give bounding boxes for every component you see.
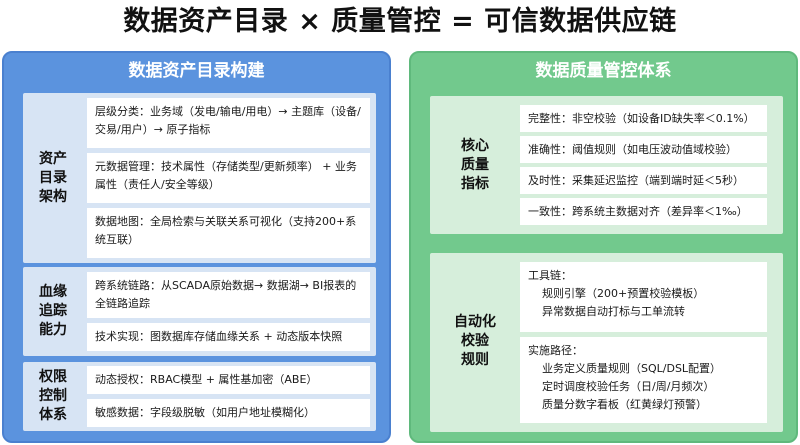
implementation-line: 业务定义质量规则（SQL/DSL配置） bbox=[542, 362, 722, 375]
automated-validation-section: 自动化 校验 规则 工具链： 规则引擎（200+预置校验模板） 异常数据自动打标… bbox=[430, 253, 783, 432]
permission-item-card: 动态授权：RBAC模型 + 属性基加密（ABE） bbox=[87, 366, 370, 394]
quality-indicator-text: 及时性：采集延迟监控（端到端时延＜5秒） bbox=[528, 173, 744, 187]
quality-indicator-card: 准确性：阈值规则（如电压波动值域校验） bbox=[520, 136, 767, 163]
main-title: 数据资产目录 × 质量管控 = 可信数据供应链 bbox=[123, 6, 677, 37]
catalog-item-card: 数据地图：全局检索与关联关系可视化（支持200+系统互联） bbox=[87, 208, 370, 258]
implementation-line: 定时调度校验任务（日/周/月频次） bbox=[542, 380, 715, 393]
right-panel-title: 数据质量管控体系 bbox=[535, 61, 672, 81]
permission-item-text: 敏感数据：字段级脱敏（如用户地址模糊化） bbox=[95, 406, 315, 419]
quality-indicator-card: 完整性：非空校验（如设备ID缺失率＜0.1%） bbox=[520, 105, 767, 132]
section-label: 血缘 追踪 能力 bbox=[39, 284, 67, 338]
catalog-item-card: 层级分类：业务域（发电/输电/用电）→ 主题库（设备/交易/用户）→ 原子指标 bbox=[87, 98, 370, 148]
asset-catalog-architecture-section: 资产 目录 架构 层级分类：业务域（发电/输电/用电）→ 主题库（设备/交易/用… bbox=[23, 93, 376, 263]
implementation-path-card: 实施路径： 业务定义质量规则（SQL/DSL配置） 定时调度校验任务（日/周/月… bbox=[520, 337, 767, 423]
section-label: 资产 目录 架构 bbox=[39, 151, 67, 205]
section-label: 自动化 校验 规则 bbox=[454, 314, 496, 368]
lineage-item-card: 技术实现：图数据库存储血缘关系 + 动态版本快照 bbox=[87, 323, 370, 351]
permission-control-section: 权限 控制 体系 动态授权：RBAC模型 + 属性基加密（ABE） 敏感数据：字… bbox=[23, 362, 376, 431]
permission-item-text: 动态授权：RBAC模型 + 属性基加密（ABE） bbox=[95, 373, 318, 386]
quality-indicator-text: 准确性：阈值规则（如电压波动值域校验） bbox=[528, 142, 737, 156]
lineage-tracking-section: 血缘 追踪 能力 跨系统链路：从SCADA原始数据→ 数据湖→ BI报表的全链路… bbox=[23, 267, 376, 356]
toolchain-card: 工具链： 规则引擎（200+预置校验模板） 异常数据自动打标与工单流转 bbox=[520, 262, 767, 332]
section-label: 权限 控制 体系 bbox=[39, 369, 67, 423]
catalog-item-card: 元数据管理：技术属性（存储类型/更新频率） + 业务属性（责任人/安全等级） bbox=[87, 153, 370, 203]
toolchain-line: 异常数据自动打标与工单流转 bbox=[542, 305, 685, 318]
quality-indicator-card: 及时性：采集延迟监控（端到端时延＜5秒） bbox=[520, 167, 767, 194]
toolchain-heading: 工具链： bbox=[528, 269, 572, 282]
quality-indicator-card: 一致性：跨系统主数据对齐（差异率＜1‰） bbox=[520, 198, 767, 225]
quality-indicator-text: 完整性：非空校验（如设备ID缺失率＜0.1%） bbox=[528, 111, 755, 125]
implementation-line: 质量分数字看板（红黄绿灯预警） bbox=[542, 398, 707, 411]
toolchain-line: 规则引擎（200+预置校验模板） bbox=[542, 287, 705, 300]
lineage-item-text: 技术实现：图数据库存储血缘关系 + 动态版本快照 bbox=[95, 330, 343, 343]
implementation-heading: 实施路径： bbox=[528, 344, 583, 357]
section-label: 核心 质量 指标 bbox=[461, 138, 489, 192]
lineage-item-card: 跨系统链路：从SCADA原始数据→ 数据湖→ BI报表的全链路追踪 bbox=[87, 272, 370, 318]
left-panel-title: 数据资产目录构建 bbox=[128, 61, 265, 81]
permission-item-card: 敏感数据：字段级脱敏（如用户地址模糊化） bbox=[87, 399, 370, 427]
data-asset-catalog-panel: 数据资产目录构建 资产 目录 架构 层级分类：业务域（发电/输电/用电）→ 主题… bbox=[2, 51, 391, 443]
quality-indicator-text: 一致性：跨系统主数据对齐（差异率＜1‰） bbox=[528, 204, 748, 218]
core-quality-indicators-section: 核心 质量 指标 完整性：非空校验（如设备ID缺失率＜0.1%） 准确性：阈值规… bbox=[430, 96, 783, 234]
data-quality-control-panel: 数据质量管控体系 核心 质量 指标 完整性：非空校验（如设备ID缺失率＜0.1%… bbox=[409, 51, 798, 443]
